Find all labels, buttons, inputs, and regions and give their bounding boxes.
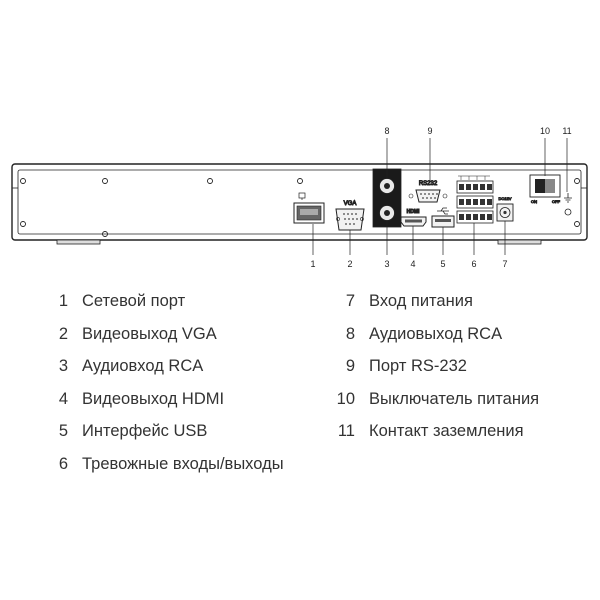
legend-number: 3 (58, 357, 68, 375)
alarm-label-strip (458, 175, 490, 180)
callout-7: 7 (502, 259, 507, 269)
vga-port: VGA (335, 201, 365, 231)
switch-on-mark: ON (531, 199, 537, 204)
mounting-screws (20, 178, 580, 237)
ground-icon (564, 193, 572, 203)
legend-number: 2 (58, 324, 68, 343)
legend-number: 8 (345, 324, 355, 343)
callout-2: 2 (347, 259, 352, 269)
legend-label: Контакт заземления (369, 422, 524, 440)
legend-number: 10 (336, 389, 355, 408)
legend-label: Аудиовыход RCA (369, 324, 503, 343)
callout-1: 1 (310, 259, 315, 269)
legend-label: Выключатель питания (369, 389, 540, 408)
legend-label: Видеовыход VGA (82, 324, 217, 343)
legend-number: 1 (58, 292, 68, 310)
usb-icon (437, 207, 449, 215)
legend-label: Видеовыход HDMI (82, 389, 225, 408)
legend-number: 9 (345, 357, 355, 375)
ground-screw (564, 208, 572, 216)
alarm-terminal-block (456, 175, 494, 224)
legend-number: 11 (337, 422, 355, 440)
legend-number: 6 (58, 454, 68, 473)
rs232-port: RS232 (408, 181, 448, 203)
power-switch: ON OFF (529, 174, 561, 205)
callout-10: 10 (540, 126, 550, 136)
legend-label: Аудиовход RCA (82, 357, 204, 375)
network-port (293, 192, 325, 224)
switch-off-mark: OFF (552, 199, 561, 204)
rear-panel-diagram: VGA RS232 HDMI (11, 126, 588, 269)
chassis (11, 163, 588, 241)
callout-8: 8 (384, 126, 389, 136)
callout-numbers: 1 2 3 4 5 6 7 8 9 10 11 (310, 126, 571, 269)
rs232-mark: RS232 (419, 181, 438, 187)
callout-11: 11 (562, 126, 571, 136)
usb-port (431, 207, 455, 228)
hdmi-port: HDMI (400, 209, 427, 227)
hdmi-mark: HDMI (407, 209, 420, 215)
callout-5: 5 (440, 259, 445, 269)
legend-number: 7 (345, 292, 355, 310)
legend-label: Вход питания (369, 292, 473, 310)
feet (56, 239, 542, 245)
dc-mark: DC12V (499, 196, 512, 201)
vga-mark: VGA (344, 201, 357, 207)
dc-power-input: DC12V (496, 196, 514, 222)
callout-6: 6 (471, 259, 476, 269)
legend-number: 5 (58, 422, 68, 440)
legend: 1 Сетевой порт 2 Видеовыход VGA 3 Аудиовход… (0, 292, 600, 492)
ground-terminal (564, 193, 572, 216)
callout-3: 3 (384, 259, 389, 269)
legend-label: Сетевой порт (82, 292, 186, 310)
callout-4: 4 (410, 259, 415, 269)
legend-number: 4 (58, 389, 68, 408)
legend-label: Интерфейс USB (82, 422, 208, 440)
leader-lines (312, 138, 568, 255)
legend-label: Порт RS-232 (369, 357, 467, 375)
legend-label: Тревожные входы/выходы (82, 454, 284, 473)
callout-9: 9 (427, 126, 432, 136)
